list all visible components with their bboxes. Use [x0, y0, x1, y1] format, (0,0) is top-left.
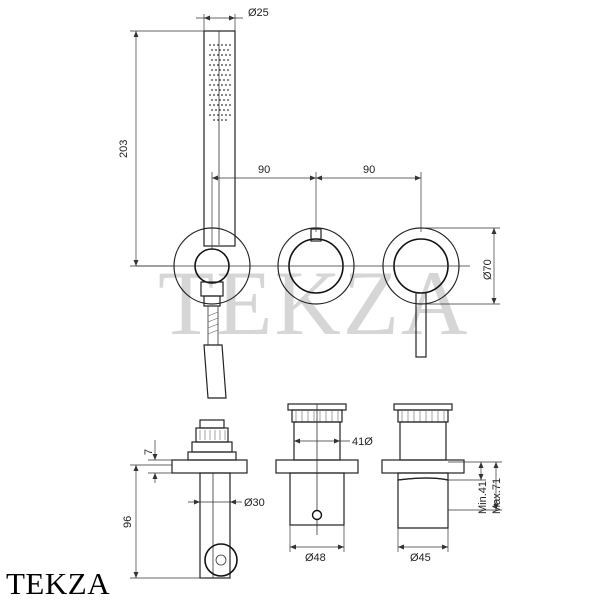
brand-logo: TEKZA [6, 566, 111, 601]
min-depth-label: Min.41 [477, 481, 489, 514]
spacing-right-label: 90 [363, 164, 375, 176]
dim-shower-height: 203 [118, 30, 204, 267]
hand-shower [203, 30, 236, 247]
dim-spacing: 90 90 [211, 164, 422, 250]
spray-nozzles [209, 44, 231, 121]
mixer-body-side-view: 41Ø Ø48 [275, 403, 373, 564]
mixer-lever-side-view: Ø45 Min.41 Max.71 [381, 403, 503, 564]
plate-thickness-label: 7 [143, 449, 155, 455]
shower-height-label: 203 [118, 140, 130, 158]
spout-height-label: 96 [122, 516, 134, 528]
max-depth-label: Max.71 [491, 478, 503, 514]
dim-shower-diameter: Ø25 [196, 7, 269, 31]
spacing-left-label: 90 [258, 164, 270, 176]
plate-diameter-label: Ø70 [482, 259, 494, 280]
spout-diameter-label: Ø30 [244, 497, 265, 509]
dim-plate-diameter: Ø70 [421, 227, 500, 305]
shower-diameter-label: Ø25 [248, 7, 269, 19]
body-diameter-45-label: Ø45 [410, 552, 431, 564]
front-view: Ø25 203 90 90 [118, 7, 500, 399]
spout-side-view: 7 96 Ø30 [122, 419, 265, 579]
body-diameter-48-label: Ø48 [305, 552, 326, 564]
body-diameter-label: 41Ø [352, 436, 373, 448]
